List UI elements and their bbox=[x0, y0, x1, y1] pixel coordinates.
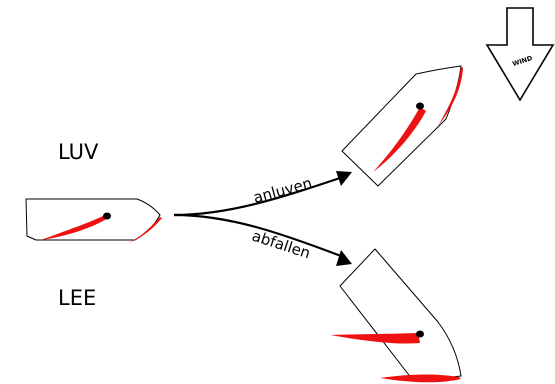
head-up-label: anluven bbox=[251, 174, 314, 207]
head-up-path bbox=[173, 176, 341, 217]
boat-start-jib bbox=[126, 217, 162, 244]
bear-away-label: abfallen bbox=[250, 227, 313, 263]
bear-away-path bbox=[173, 213, 342, 258]
head-up-arrowhead bbox=[336, 171, 352, 186]
boat-bear-away-sail bbox=[330, 333, 420, 344]
boat-bear-away-mast bbox=[416, 330, 424, 338]
leeward-label: LEE bbox=[58, 286, 96, 310]
windward-label: LUV bbox=[58, 140, 99, 164]
boat-bear-away bbox=[330, 248, 462, 383]
course-paths bbox=[173, 171, 352, 266]
boat-start-mast bbox=[103, 212, 111, 220]
boat-bear-away-hull bbox=[339, 248, 462, 381]
boat-head-up-jib bbox=[438, 66, 463, 126]
boat-start bbox=[25, 198, 162, 244]
boat-head-up-hull bbox=[341, 65, 462, 187]
wind-arrow-down-icon bbox=[485, 7, 555, 102]
bear-away-arrowhead bbox=[336, 250, 352, 266]
wind-indicator: WIND bbox=[485, 7, 555, 102]
boat-start-hull bbox=[25, 198, 161, 241]
boat-head-up-sail bbox=[373, 107, 426, 172]
boat-head-up bbox=[341, 65, 463, 187]
boat-head-up-mast bbox=[416, 102, 424, 110]
boat-bear-away-jib bbox=[380, 374, 461, 383]
